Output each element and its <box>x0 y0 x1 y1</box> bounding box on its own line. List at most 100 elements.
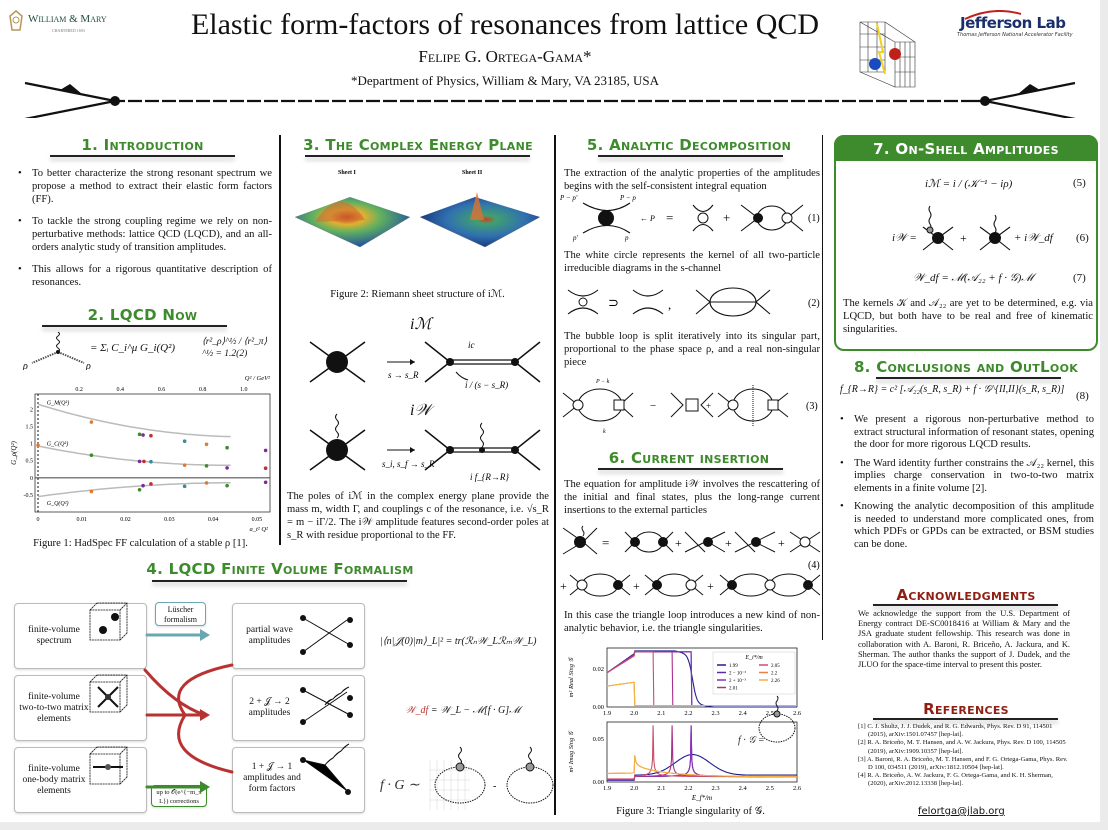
jlab-logo-text: Jefferson Lab <box>960 14 1066 32</box>
svg-text:,: , <box>668 297 671 312</box>
x2-tick-label: 1.0 <box>240 387 248 393</box>
series-line <box>606 681 797 707</box>
fv-spectrum-box: finite-volume spectrum <box>14 603 147 669</box>
fG-eq: f · G ∼ <box>380 778 420 793</box>
section-6-text-2: In this case the triangle loop introduce… <box>564 610 820 634</box>
equation-4-diagram: =+++ +++ (4) <box>560 525 821 597</box>
equation-1-diagram: P − p′ P − p p′ p ← P =+ (1) <box>559 194 820 242</box>
momentum-label: P − p′ <box>559 194 578 202</box>
section-7-text: The kernels 𝒦 and 𝒜₂₂ are yet to be dete… <box>843 298 1093 335</box>
x-tick-label: 2.6 <box>793 710 802 717</box>
heading-rule <box>598 155 783 157</box>
box-label: 1 + 𝒥 → 1 amplitudes and form factors <box>243 762 301 794</box>
data-point <box>89 489 94 494</box>
data-point <box>182 463 187 467</box>
x-tick-label: 1.9 <box>603 785 611 792</box>
data-point <box>89 453 94 458</box>
section-6-text-1: The equation for amplitude i𝒲 involves t… <box>564 479 820 516</box>
equation-6-lhs: i𝒲 = <box>892 232 917 244</box>
column-divider <box>822 135 823 640</box>
heading-rule <box>876 377 1061 379</box>
section-1-heading: 1. Introduction <box>81 136 204 154</box>
equation-number: (6) <box>1076 232 1089 244</box>
heading-rule <box>873 718 1058 720</box>
equation-number: (5) <box>1073 177 1086 189</box>
lattice-cube-logo <box>859 21 916 88</box>
fG-loop-diagrams: - <box>429 746 554 810</box>
box-label: finite-volume two-to-two matrix elements <box>19 692 89 724</box>
section-3-text: The poles of iℳ in the complex energy pl… <box>287 491 549 541</box>
equation-number: (3) <box>806 401 818 412</box>
contact-email-link[interactable]: felortga@jlab.org <box>918 806 1005 817</box>
x-tick-label: 2.2 <box>684 710 692 717</box>
x-tick-label: 0.04 <box>208 517 219 523</box>
y-tick-label: 0.05 <box>593 736 604 743</box>
figure-1-caption: Figure 1: HadSpec FF calculation of a st… <box>33 538 248 549</box>
reference-item: [3] A. Baroni, R. A. Briceño, M. T. Hans… <box>858 755 1068 772</box>
legend-title: E_i*/m <box>744 655 763 661</box>
y-tick-label: -0.5 <box>24 493 34 499</box>
on-shell-header-bar <box>834 135 1098 161</box>
equation-5: iℳ = i / (𝒦⁻¹ − iρ) <box>925 178 1013 190</box>
y-tick-label: 1 <box>30 442 33 448</box>
x2-tick-label: 0.8 <box>199 387 207 393</box>
x-tick-label: 2.3 <box>712 710 720 717</box>
author: Felipe G. Ortega-Gama* <box>418 47 592 66</box>
svg-text:=: = <box>602 535 609 550</box>
box-label: partial wave amplitudes <box>246 625 293 646</box>
column-divider <box>554 135 556 815</box>
series-line <box>607 725 797 780</box>
x-tick-label: 2.1 <box>657 785 665 792</box>
sheet-2-surface <box>420 197 540 247</box>
box-label: finite-volume spectrum <box>28 625 80 646</box>
section-6-heading: 6. Current insertion <box>608 449 770 467</box>
series-label: G_Q(Q²) <box>47 500 69 507</box>
equation-3-diagram: P − k k −+ (3) <box>562 379 818 435</box>
heading-rule <box>305 155 530 157</box>
data-point <box>225 466 229 470</box>
data-point <box>142 459 146 464</box>
fv-two-to-two-box: finite-volume two-to-two matrix elements <box>14 675 147 741</box>
x-axis-label: a_t² Q² <box>249 526 269 533</box>
data-point <box>182 484 187 489</box>
jlab-swoosh-icon <box>964 10 1022 20</box>
iW-label: i𝒲 <box>410 402 432 419</box>
series-line <box>607 755 797 778</box>
series-label: G_M(Q²) <box>47 399 69 406</box>
section-8-heading: 8. Conclusions and OutLook <box>853 358 1079 376</box>
equation-number: (2) <box>808 298 820 309</box>
figure-2-caption: Figure 2: Riemann sheet structure of iℳ. <box>330 289 505 300</box>
reference-item: [1] C. J. Shultz, J. J. Dudek, and R. G.… <box>858 723 1053 739</box>
y-tick-label: 0 <box>30 476 33 482</box>
x2-tick-label: 0.6 <box>158 387 166 393</box>
vertex-diagram: ρ ρ <box>22 331 91 370</box>
section-7-heading: 7. On-Shell Amplitudes <box>873 140 1059 158</box>
intro-bullet: This allows for a rigorous quantitative … <box>14 263 272 289</box>
svg-text:+: + <box>725 536 732 550</box>
heading-rule <box>42 325 227 327</box>
y-axis-label: m² Real Sing 𝒢 <box>568 656 575 697</box>
matrix-element-eq: |⟨n|𝒥(0)|m⟩_L|² = tr(ℛₙ𝒲_Lℛₘ𝒲_L) <box>380 636 537 647</box>
references-heading: References <box>923 700 1009 718</box>
x-tick-label: 2.4 <box>739 785 748 792</box>
two-to-two-amplitude-box: 2 + 𝒥 → 2 amplitudes <box>232 675 365 741</box>
data-point <box>149 482 153 486</box>
minus-sign: - <box>493 781 496 792</box>
box-label: finite-volume one-body matrix elements <box>22 764 86 796</box>
intro-bullet: To better characterize the strong resona… <box>14 167 272 206</box>
section-5-text-1: The extraction of the analytic propertie… <box>564 168 820 192</box>
rho-label: ρ <box>85 361 91 370</box>
coupling-label: ic <box>468 340 475 350</box>
panel-frame <box>606 647 798 708</box>
triangle-inset-diagram <box>758 695 796 743</box>
section-5-text-2: The white circle represents the kernel o… <box>564 250 820 274</box>
svg-text:+: + <box>960 231 967 245</box>
legend-label: 2 + 10⁻³ <box>729 678 746 684</box>
series-label: G_C(Q²) <box>47 440 68 447</box>
equation-number: (4) <box>808 560 820 571</box>
x-tick-label: 2.2 <box>684 785 692 792</box>
affiliation: *Department of Physics, William & Mary, … <box>350 73 660 88</box>
x-tick-label: 2.0 <box>630 785 638 792</box>
pole-limit-label: s → s_R <box>388 370 419 380</box>
series-line <box>607 725 797 781</box>
